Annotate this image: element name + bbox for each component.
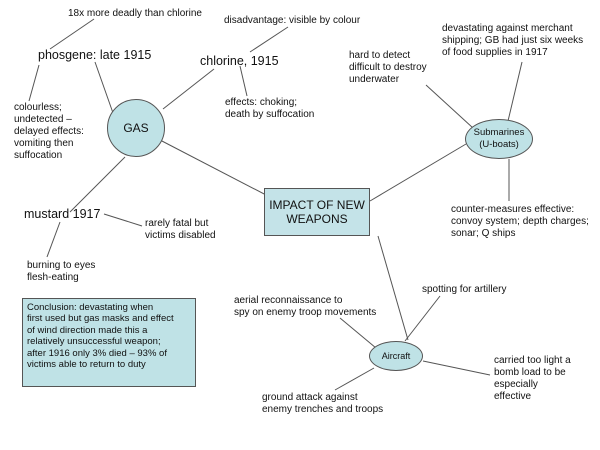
gas-node: GAS — [107, 99, 165, 157]
link-gas-mustard — [69, 156, 126, 213]
note-air-bomb: carried too light a bomb load to be espe… — [494, 355, 571, 402]
link-phosgene-colourless — [28, 64, 40, 102]
note-subs-devastating: devastating against merchant shipping; G… — [442, 23, 584, 58]
link-subs-devastating — [507, 61, 523, 122]
link-chlorine-disadvantage — [249, 26, 289, 53]
link-air-spotting — [404, 295, 441, 342]
conclusion-text: Conclusion: devastating when first used … — [27, 302, 174, 371]
note-mustard-burning: burning to eyes flesh-eating — [27, 260, 96, 283]
link-phosgene-deadly — [49, 18, 95, 50]
note-subs-countermeasures: counter-measures effective: convoy syste… — [451, 204, 589, 239]
link-air-ground — [334, 367, 375, 391]
link-subs-center — [369, 143, 467, 202]
submarines-node: Submarines (U-boats) — [465, 119, 533, 159]
center-node-impact: IMPACT OF NEW WEAPONS — [264, 188, 370, 236]
note-air-recon: aerial reconnaissance to spy on enemy tr… — [234, 295, 377, 318]
note-chlorine-effects: effects: choking; death by suffocation — [225, 97, 315, 120]
note-subs-hard-detect: hard to detect difficult to destroy unde… — [349, 50, 427, 85]
link-chlorine-effects — [239, 65, 248, 97]
gas-label: GAS — [123, 121, 149, 135]
link-gas-center — [159, 139, 269, 197]
note-phosgene-colourless: colourless; undetected – delayed effects… — [14, 102, 84, 161]
link-subs-hard — [425, 84, 474, 129]
link-mustard-fatal — [103, 213, 143, 227]
label-mustard: mustard 1917 — [24, 207, 101, 221]
note-mustard-fatal: rarely fatal but victims disabled — [145, 218, 216, 241]
aircraft-node: Aircraft — [369, 341, 423, 371]
center-label: IMPACT OF NEW WEAPONS — [269, 198, 365, 226]
link-air-bomb — [422, 360, 491, 376]
link-air-center — [377, 235, 409, 341]
label-chlorine: chlorine, 1915 — [200, 54, 279, 68]
link-gas-chlorine — [162, 68, 215, 110]
link-mustard-burning — [46, 221, 61, 258]
note-chlorine-disadvantage: disadvantage: visible by colour — [224, 15, 361, 26]
label-phosgene: phosgene: late 1915 — [38, 48, 152, 62]
link-gas-phosgene — [94, 61, 114, 114]
conclusion-box: Conclusion: devastating when first used … — [22, 298, 196, 387]
aircraft-label: Aircraft — [381, 351, 411, 361]
note-phosgene-deadly: 18x more deadly than chlorine — [68, 8, 202, 19]
note-air-ground: ground attack against enemy trenches and… — [262, 392, 384, 415]
link-air-recon — [339, 317, 377, 349]
submarines-label: Submarines (U-boats) — [473, 127, 525, 150]
note-air-spotting: spotting for artillery — [422, 284, 507, 295]
